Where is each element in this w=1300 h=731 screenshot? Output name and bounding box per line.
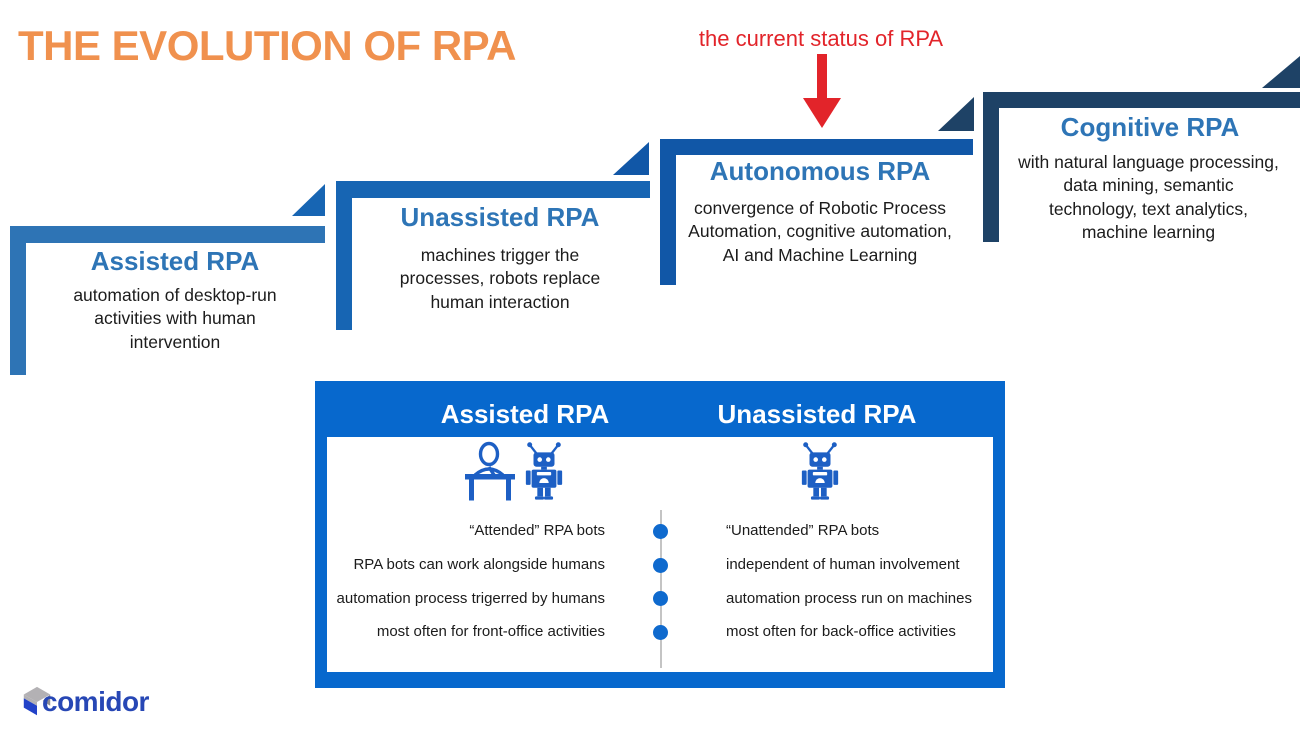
divider-dot [653, 524, 668, 539]
comparison-header-unassisted: Unassisted RPA [717, 399, 917, 429]
step1-body: automation of desktop-run activities wit… [73, 285, 277, 352]
row2-right-cell: independent of human involvement [726, 556, 960, 573]
comparison-header-assisted: Assisted RPA [440, 399, 610, 429]
step4-corner-triangle [1262, 56, 1300, 88]
robot-icon [799, 441, 841, 502]
step2-left-bar [336, 181, 352, 330]
step2-title: Unassisted RPA [400, 202, 600, 232]
page-title: THE EVOLUTION OF RPA [18, 22, 516, 69]
step1-top-bar [10, 226, 325, 243]
step3-body: convergence of Robotic Process Automatio… [688, 198, 952, 265]
step1-corner-triangle [292, 184, 325, 216]
logo-text: comidor [42, 686, 149, 717]
step3-left-bar [660, 139, 676, 285]
row3-right-cell: automation process run on machines [726, 590, 972, 607]
step1-left-bar [10, 226, 26, 375]
row2-left-cell: RPA bots can work alongside humans [353, 556, 605, 573]
current-status-label: the current status of RPA [698, 26, 944, 51]
divider-dot [653, 591, 668, 606]
row3-left-cell: automation process trigerred by humans [336, 590, 605, 607]
comparison-divider-line [660, 510, 662, 668]
row4-right-cell: most often for back-office activities [726, 623, 956, 640]
step4-left-bar [983, 92, 999, 242]
step3-title: Autonomous RPA [709, 156, 931, 186]
step4-body: with natural language processing, data m… [1018, 152, 1279, 242]
step4-top-bar [983, 92, 1300, 108]
step2-top-bar [336, 181, 650, 198]
row1-right-cell: “Unattended” RPA bots [726, 522, 880, 539]
row4-left-cell: most often for front-office activities [376, 623, 605, 640]
step1-title: Assisted RPA [90, 246, 260, 276]
cube-logo-icon [23, 686, 51, 716]
step4-title: Cognitive RPA [1060, 112, 1240, 142]
step3-top-bar [660, 139, 973, 155]
divider-dot [653, 558, 668, 573]
step2-body: machines trigger the processes, robots r… [399, 245, 601, 312]
divider-dot [653, 625, 668, 640]
row1-left-cell: “Attended” RPA bots [469, 522, 605, 539]
step3-corner-triangle [938, 97, 974, 131]
person-at-desk-with-robot-icon [462, 440, 565, 502]
step2-corner-triangle [613, 142, 649, 175]
down-arrow-icon [803, 54, 841, 128]
